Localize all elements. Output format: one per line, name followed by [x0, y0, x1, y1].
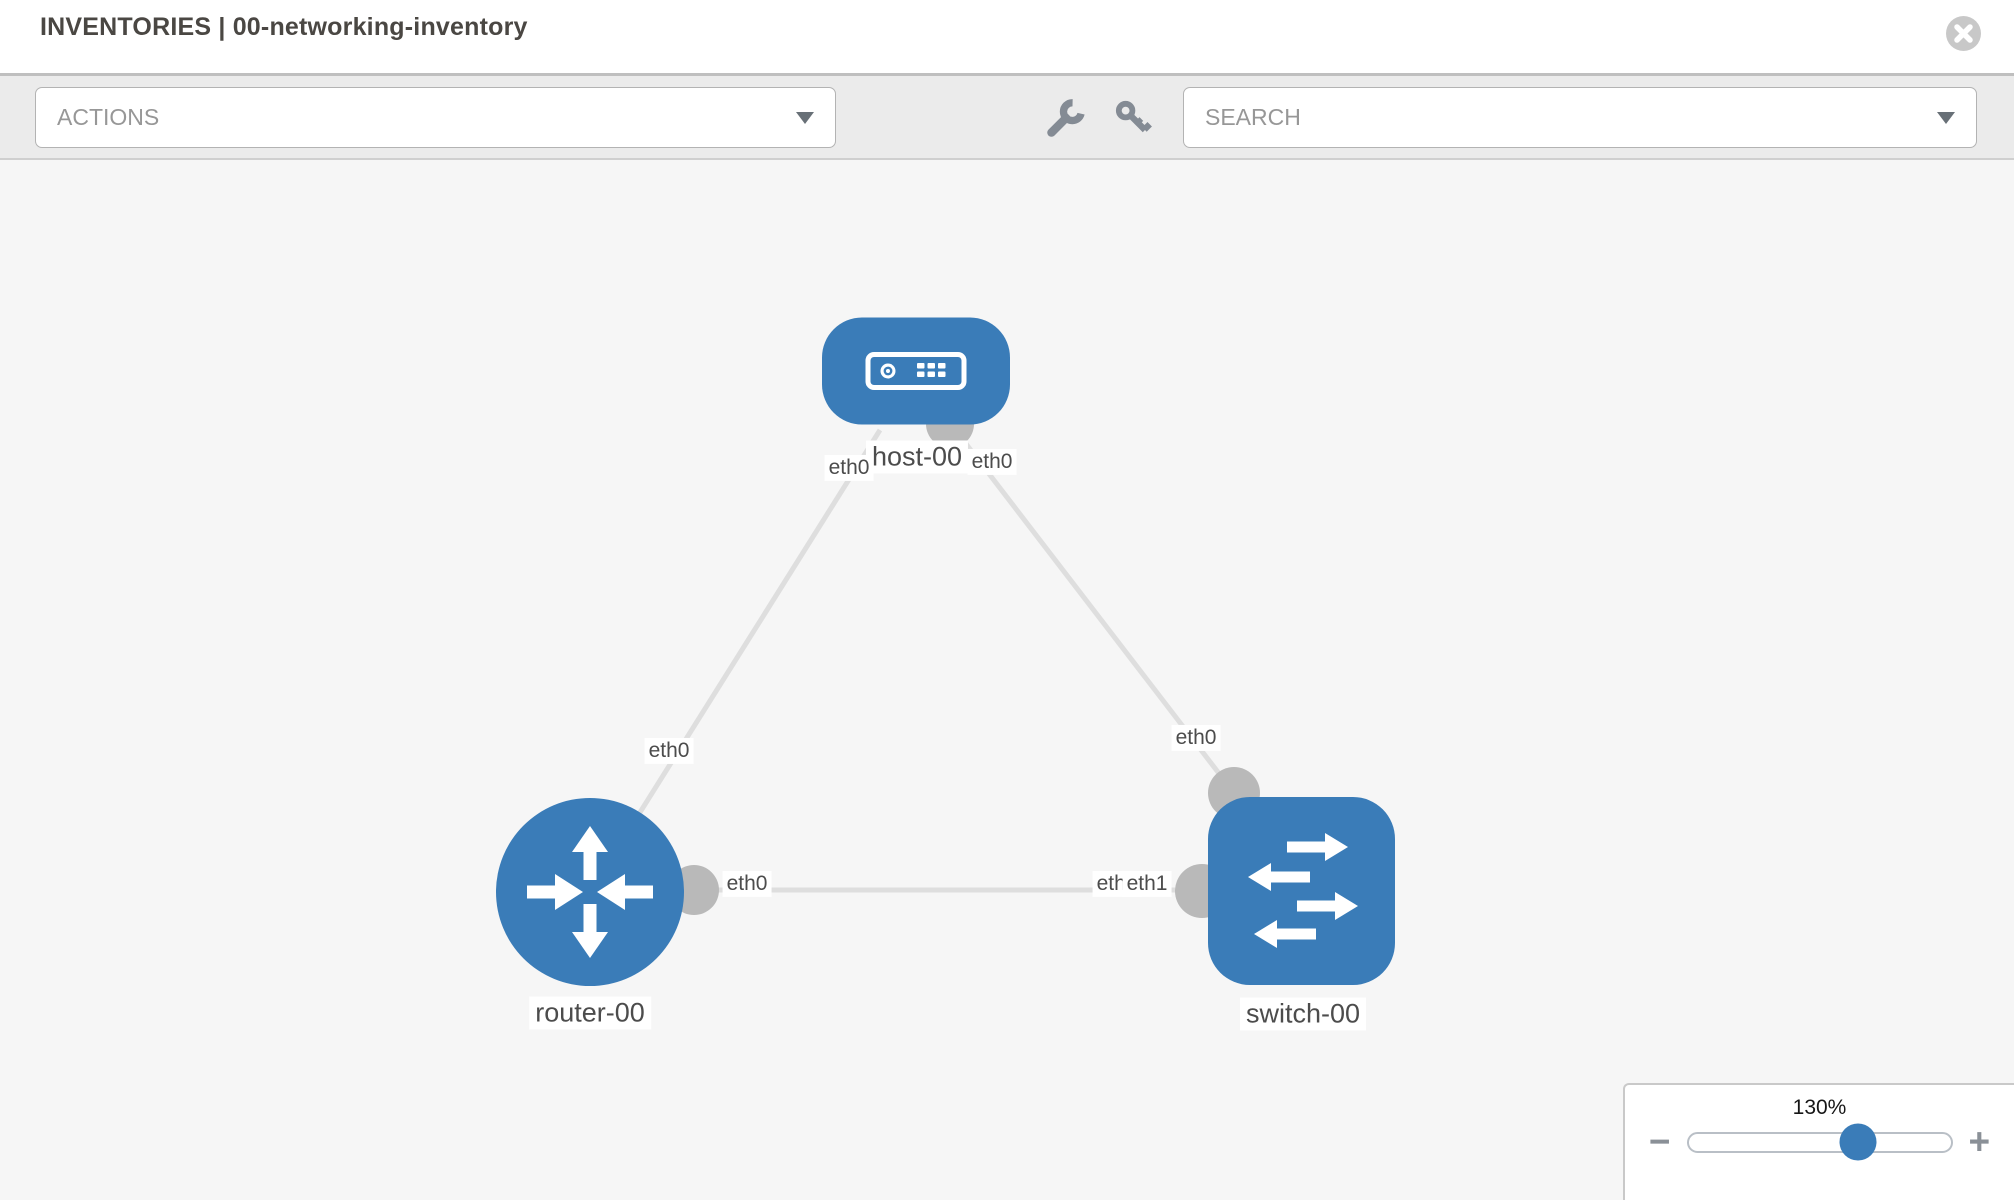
interface-label: eth0: [824, 454, 874, 482]
key-icon: [1115, 100, 1152, 133]
zoom-controls: − +: [1625, 1121, 2014, 1162]
node-label-router-00[interactable]: router-00: [529, 996, 651, 1030]
interface-label: eth0: [722, 870, 772, 898]
node-label-host-00[interactable]: host-00: [865, 440, 969, 474]
zoom-slider-knob[interactable]: [1839, 1123, 1877, 1161]
actions-label: ACTIONS: [57, 104, 160, 130]
tools-button[interactable]: [1042, 97, 1086, 141]
close-button[interactable]: [1945, 15, 1982, 52]
interface-label: eth0: [644, 737, 694, 765]
interface-label: eth1: [1122, 870, 1172, 898]
actions-dropdown[interactable]: ACTIONS: [35, 87, 836, 148]
page-title: INVENTORIES | 00-networking-inventory: [40, 13, 528, 41]
topology-svg: [496, 317, 1395, 986]
node-router-00[interactable]: [496, 798, 684, 986]
zoom-in-button[interactable]: +: [1968, 1121, 1991, 1162]
interface-label: eth0: [1171, 724, 1221, 752]
zoom-panel: 130% − +: [1623, 1083, 2014, 1200]
search-dropdown[interactable]: SEARCH: [1183, 87, 1977, 148]
node-switch-00[interactable]: [1208, 797, 1395, 985]
node-label-switch-00[interactable]: switch-00: [1239, 997, 1367, 1031]
header: INVENTORIES | 00-networking-inventory: [0, 0, 2014, 73]
zoom-slider-track[interactable]: [1686, 1123, 1953, 1161]
credentials-button[interactable]: [1112, 97, 1156, 141]
chevron-down-icon: [796, 111, 814, 124]
node-host-00[interactable]: [822, 317, 1010, 425]
wrench-icon: [1047, 99, 1085, 137]
close-icon: [1946, 16, 1981, 51]
zoom-level: 130%: [1792, 1096, 1847, 1119]
toolbar: ACTIONS SEARCH: [0, 73, 2014, 160]
interface-label: eth0: [967, 448, 1017, 476]
zoom-out-button[interactable]: −: [1648, 1121, 1671, 1162]
topology-canvas[interactable]: host-00 router-00 switch-00 eth0 eth0 eth0 eth…: [0, 160, 2014, 1200]
chevron-down-icon: [1937, 111, 1955, 124]
search-placeholder: SEARCH: [1205, 104, 1301, 130]
